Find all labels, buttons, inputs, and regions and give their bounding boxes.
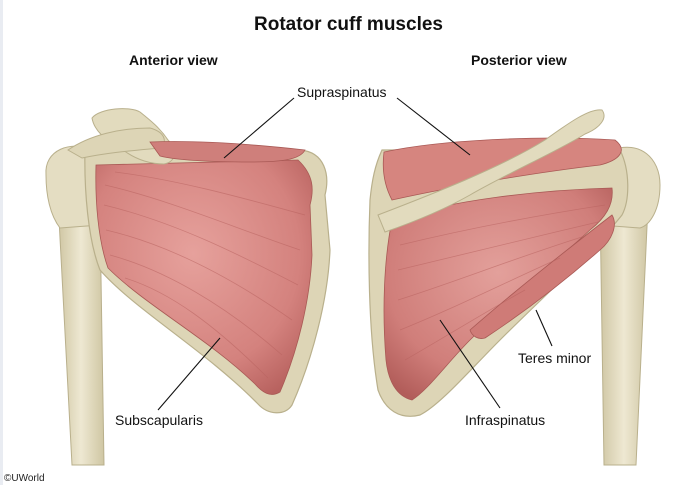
- posterior-view-label: Posterior view: [471, 52, 567, 68]
- posterior-scapular-spine: [377, 109, 605, 233]
- copyright-credit: ©UWorld: [4, 473, 45, 484]
- subscapularis-fibers: [103, 171, 306, 379]
- posterior-shoulder-art: [368, 109, 661, 466]
- left-edge-strip: [0, 0, 3, 485]
- supraspinatus-label: Supraspinatus: [297, 84, 387, 100]
- subscapularis-label: Subscapularis: [115, 412, 203, 428]
- anterior-shoulder-art: [45, 108, 331, 466]
- diagram-title: Rotator cuff muscles: [254, 14, 443, 35]
- posterior-humerus: [599, 204, 649, 466]
- subscapularis-muscle: [95, 159, 313, 395]
- infraspinatus-label: Infraspinatus: [465, 412, 546, 428]
- leader-subscapularis: [157, 337, 221, 411]
- anterior-acromion: [67, 127, 165, 159]
- teres-minor-muscle: [469, 214, 615, 339]
- teres-minor-label: Teres minor: [518, 350, 592, 366]
- leader-supraspinatus-posterior: [396, 97, 471, 156]
- anterior-supraspinatus: [149, 141, 306, 163]
- infraspinatus-fibers: [397, 204, 606, 361]
- leader-lines: [157, 97, 553, 411]
- leader-teres-minor: [535, 309, 553, 347]
- anterior-view-label: Anterior view: [129, 52, 218, 68]
- leader-infraspinatus: [439, 319, 501, 409]
- leader-supraspinatus-anterior: [223, 97, 295, 159]
